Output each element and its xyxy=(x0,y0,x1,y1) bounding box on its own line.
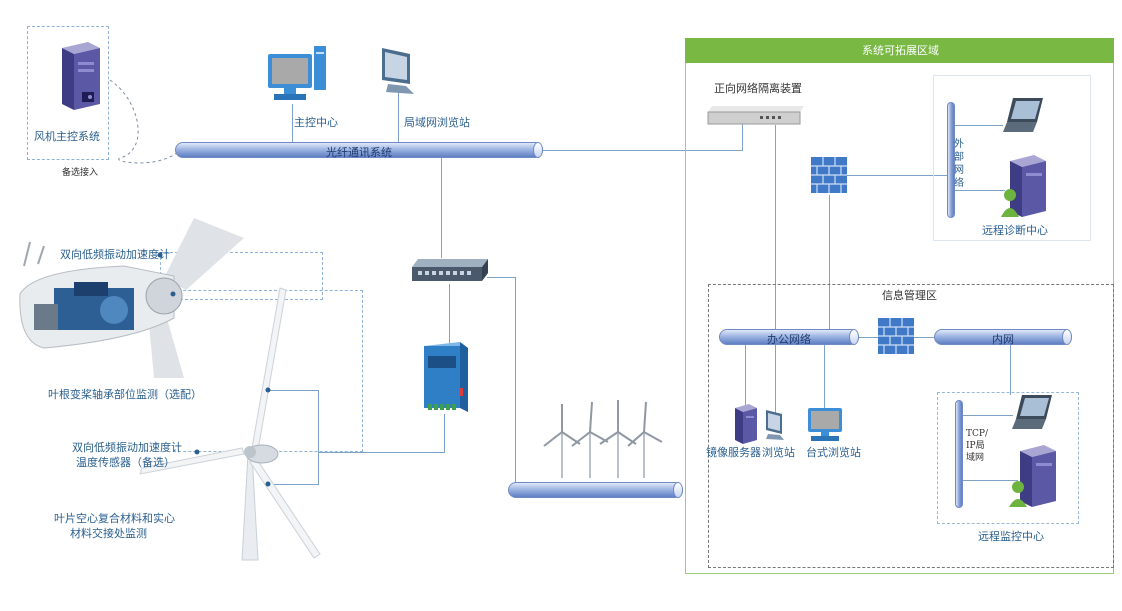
expand-zone-title: 系统可拓展区域 xyxy=(862,44,939,57)
blade-hollow-label-2: 材料交接处监测 xyxy=(70,527,147,540)
intranet-bus: 内网 xyxy=(934,329,1072,346)
link-switch-to-collector xyxy=(449,284,450,344)
remote-diag-server-icon xyxy=(1001,155,1046,217)
fan-control-server-icon xyxy=(62,42,100,110)
info-mgmt-zone xyxy=(708,284,1114,568)
link-collector-to-turbine xyxy=(318,452,444,453)
backup-access-label: 备选接入 xyxy=(62,168,99,178)
tcpip-lan-label: TCP/IP局域网 xyxy=(966,429,988,463)
link-isolation-to-browser xyxy=(775,125,776,425)
lan-browser-label: 局域网浏览站 xyxy=(404,116,470,129)
nacelle-cutaway-icon xyxy=(19,218,244,378)
link-intranet-to-monitor xyxy=(1010,345,1011,395)
expand-zone-header xyxy=(685,38,1114,63)
link-tcp-server xyxy=(963,480,1018,481)
fiber-network-bus: 光纤通讯系统 xyxy=(175,142,543,159)
remote-monitor-label: 远程监控中心 xyxy=(978,530,1044,543)
mirror-server-icon xyxy=(735,404,757,444)
wind-farm-turbines-icon xyxy=(543,400,663,478)
blade-root-label: 叶根变桨轴承部位监测（选配） xyxy=(48,388,202,401)
remote-diag-box xyxy=(933,75,1091,241)
mirror-server-label: 镜像服务器 xyxy=(706,446,761,459)
desktop-browser-label: 台式浏览站 xyxy=(806,446,861,459)
info-mgmt-title: 信息管理区 xyxy=(882,289,937,302)
link-mirror-server xyxy=(745,345,746,405)
remote-monitor-server-icon xyxy=(1009,445,1056,507)
main-control-pc-icon xyxy=(268,46,326,100)
remote-diag-label: 远程诊断中心 xyxy=(982,224,1048,237)
blade-hollow-label-1: 叶片空心复合材料和实心 xyxy=(54,512,175,525)
link-firewall-to-external xyxy=(847,175,947,176)
link-sensor-top xyxy=(268,390,318,391)
desktop-browser-pc-icon xyxy=(808,408,842,441)
link-fw2-to-intranet xyxy=(914,337,934,338)
link-sensor-bottom xyxy=(268,484,318,485)
link-office-to-fw2 xyxy=(858,337,878,338)
backup-access-box xyxy=(27,26,109,160)
fiber-network-label: 光纤通讯系统 xyxy=(326,146,392,159)
link-tcp-laptop xyxy=(963,415,1013,416)
isolation-device-icon xyxy=(707,106,804,125)
backup-link-curve xyxy=(109,79,181,164)
tcpip-lan-bus xyxy=(955,400,963,508)
browser-station-monitor-icon xyxy=(766,410,784,440)
firewall-icon-2 xyxy=(878,318,914,354)
link-isolation-vertical xyxy=(742,122,743,151)
link-sensor-bracket-v xyxy=(318,390,319,485)
fan-control-label: 风机主控系统 xyxy=(34,130,100,143)
remote-monitor-box xyxy=(937,392,1079,524)
link-main-control xyxy=(292,104,293,144)
office-network-bus: 办公网络 xyxy=(719,329,859,346)
data-collector-icon xyxy=(424,342,468,412)
link-fiber-to-switch xyxy=(441,158,442,258)
browser-station-label: 浏览站 xyxy=(762,446,795,459)
link-switch-to-windfarm xyxy=(515,277,516,482)
external-network-bus xyxy=(947,102,955,218)
remote-monitor-laptop-icon xyxy=(1012,395,1052,429)
link-browser-station xyxy=(824,345,825,410)
link-firewall-to-office xyxy=(829,195,830,330)
isolation-device-label: 正向网络隔离装置 xyxy=(714,82,802,95)
firewall-icon xyxy=(811,157,847,193)
link-ext-laptop xyxy=(955,125,1003,126)
lan-browser-monitor-icon xyxy=(382,48,414,94)
link-collector-down xyxy=(444,414,445,453)
link-ext-server xyxy=(955,190,1005,191)
external-network-label: 外部网络 xyxy=(954,139,964,189)
sensor-markers xyxy=(157,252,271,487)
vib-accel-label-1: 双向低频振动加速度计 xyxy=(60,248,170,261)
windfarm-bus xyxy=(508,482,683,498)
intranet-label: 内网 xyxy=(992,333,1014,346)
vib-accel-label-2: 双向低频振动加速度计 xyxy=(72,441,182,454)
office-network-label: 办公网络 xyxy=(767,333,811,346)
link-lan-browser xyxy=(398,92,399,144)
network-switch-icon xyxy=(412,259,488,281)
remote-diag-laptop-icon xyxy=(1003,98,1043,132)
temp-sensor-label: 温度传感器（备选） xyxy=(76,456,175,469)
link-fiber-to-isolation xyxy=(542,150,742,151)
link-switch-right xyxy=(487,277,515,278)
main-control-label: 主控中心 xyxy=(294,116,338,129)
